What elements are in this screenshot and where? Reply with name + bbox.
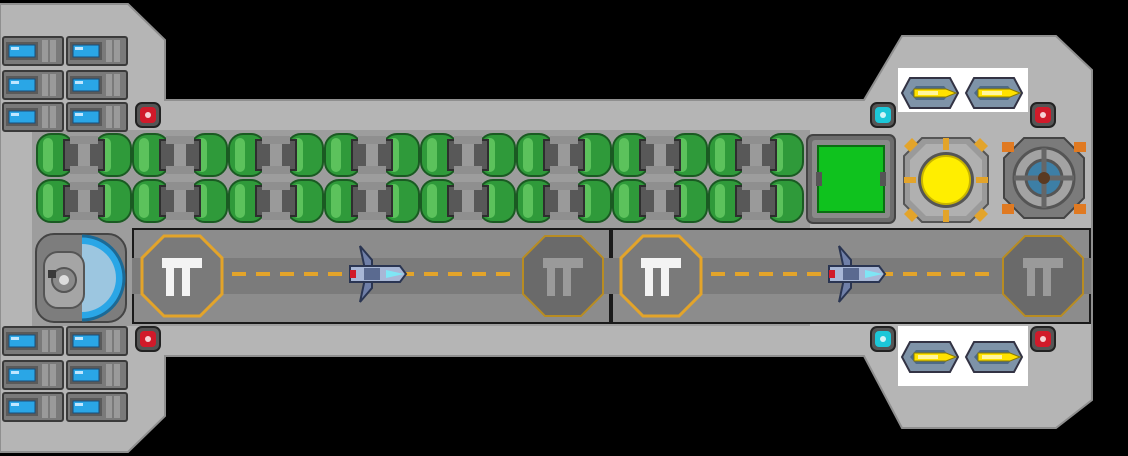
battery-cell[interactable] xyxy=(324,132,420,178)
fighter-ship-icon xyxy=(828,245,887,303)
battery-cell[interactable] xyxy=(132,178,228,224)
battery-cell-icon xyxy=(228,133,324,177)
reactor-icon xyxy=(806,134,896,224)
hangar-pad-icon xyxy=(140,234,224,318)
thruster-icon xyxy=(2,36,64,66)
battery-cell[interactable] xyxy=(132,132,228,178)
red-connector-node[interactable] xyxy=(135,326,161,352)
thruster-top-5[interactable] xyxy=(2,102,64,132)
fighter-ship[interactable] xyxy=(346,242,408,306)
turret-top-1[interactable] xyxy=(900,74,960,112)
battery-cell[interactable] xyxy=(708,132,804,178)
battery-cell-icon xyxy=(420,179,516,223)
battery-cell[interactable] xyxy=(324,178,420,224)
cockpit-icon xyxy=(35,233,127,323)
power-core-icon xyxy=(903,137,989,223)
shield-generator-icon xyxy=(1002,137,1086,219)
battery-cell[interactable] xyxy=(708,178,804,224)
battery-cell[interactable] xyxy=(516,132,612,178)
battery-cell-icon xyxy=(516,179,612,223)
battery-cell-icon xyxy=(708,179,804,223)
battery-cell-icon xyxy=(324,133,420,177)
red-connector-node[interactable] xyxy=(1030,102,1056,128)
battery-cell-icon xyxy=(612,179,708,223)
thruster-bottom-6[interactable] xyxy=(66,392,128,422)
cyan-connector-node-icon xyxy=(870,102,896,128)
fighter-ship-icon xyxy=(349,245,408,303)
turret-icon xyxy=(900,77,960,109)
shield-generator-module[interactable] xyxy=(1000,132,1088,224)
thruster-icon xyxy=(66,326,128,356)
battery-cell-icon xyxy=(132,179,228,223)
battery-cell[interactable] xyxy=(612,132,708,178)
battery-cell[interactable] xyxy=(36,178,132,224)
thruster-top-2[interactable] xyxy=(66,36,128,66)
turret-icon xyxy=(964,341,1024,373)
turret-icon xyxy=(900,341,960,373)
thruster-icon xyxy=(2,392,64,422)
thruster-top-4[interactable] xyxy=(66,70,128,100)
hangar-pad-icon xyxy=(619,234,703,318)
thruster-bottom-1[interactable] xyxy=(2,326,64,356)
reactor-module[interactable] xyxy=(806,134,896,224)
thruster-icon xyxy=(2,326,64,356)
red-connector-node[interactable] xyxy=(1030,326,1056,352)
battery-cell[interactable] xyxy=(420,178,516,224)
red-connector-node-icon xyxy=(135,326,161,352)
battery-cell-icon xyxy=(228,179,324,223)
battery-cell-icon xyxy=(36,133,132,177)
thruster-bottom-5[interactable] xyxy=(2,392,64,422)
thruster-icon xyxy=(66,70,128,100)
battery-cell[interactable] xyxy=(228,178,324,224)
thruster-top-3[interactable] xyxy=(2,70,64,100)
power-core-module[interactable] xyxy=(900,134,992,226)
cockpit-module[interactable] xyxy=(34,230,130,326)
cyan-connector-node-icon xyxy=(870,326,896,352)
thruster-icon xyxy=(2,70,64,100)
battery-cell-icon xyxy=(420,133,516,177)
thruster-bottom-2[interactable] xyxy=(66,326,128,356)
cyan-connector-node[interactable] xyxy=(870,102,896,128)
hangar-pad-icon xyxy=(1002,235,1084,317)
battery-cell-icon xyxy=(324,179,420,223)
thruster-icon xyxy=(66,102,128,132)
thruster-icon xyxy=(2,102,64,132)
hangar-pad-icon xyxy=(522,235,604,317)
fighter-ship[interactable] xyxy=(825,242,887,306)
turret-top-2[interactable] xyxy=(964,74,1024,112)
battery-cell-icon xyxy=(708,133,804,177)
red-connector-node-icon xyxy=(1030,102,1056,128)
hangar-pad-launch[interactable] xyxy=(140,234,224,318)
battery-cell[interactable] xyxy=(228,132,324,178)
battery-cell[interactable] xyxy=(612,178,708,224)
turret-bottom-1[interactable] xyxy=(900,338,960,376)
cyan-connector-node[interactable] xyxy=(870,326,896,352)
battery-cell[interactable] xyxy=(36,132,132,178)
turret-bottom-2[interactable] xyxy=(964,338,1024,376)
battery-cell[interactable] xyxy=(516,178,612,224)
thruster-icon xyxy=(66,360,128,390)
red-connector-node-icon xyxy=(135,102,161,128)
hangar-pad-launch[interactable] xyxy=(619,234,703,318)
thruster-icon xyxy=(66,392,128,422)
battery-cell-icon xyxy=(612,133,708,177)
battery-cell[interactable] xyxy=(420,132,516,178)
thruster-icon xyxy=(66,36,128,66)
thruster-top-6[interactable] xyxy=(66,102,128,132)
thruster-top-1[interactable] xyxy=(2,36,64,66)
red-connector-node-icon xyxy=(1030,326,1056,352)
hangar-pad-dock[interactable] xyxy=(521,234,605,318)
battery-cell-icon xyxy=(132,133,228,177)
hangar-pad-dock[interactable] xyxy=(1001,234,1085,318)
red-connector-node[interactable] xyxy=(135,102,161,128)
thruster-icon xyxy=(2,360,64,390)
battery-cell-icon xyxy=(36,179,132,223)
thruster-bottom-4[interactable] xyxy=(66,360,128,390)
turret-icon xyxy=(964,77,1024,109)
thruster-bottom-3[interactable] xyxy=(2,360,64,390)
battery-cell-icon xyxy=(516,133,612,177)
